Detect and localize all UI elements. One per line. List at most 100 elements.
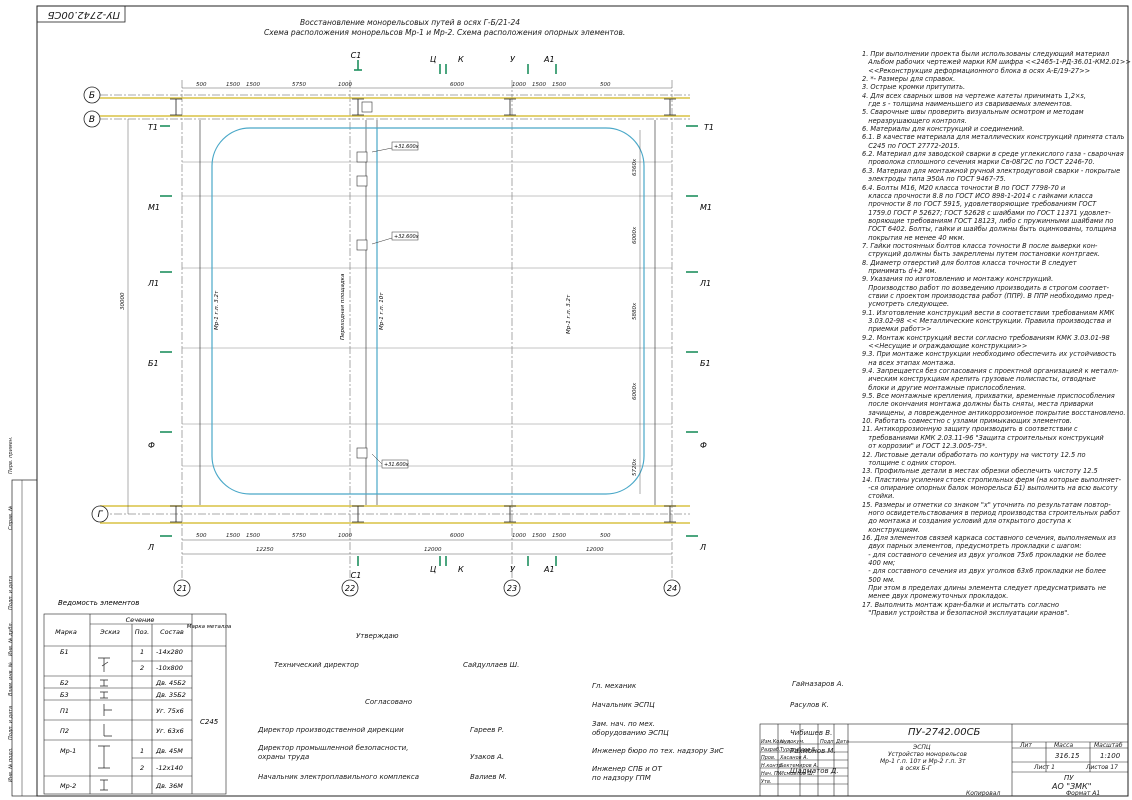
dim-text: 1500 <box>552 82 566 88</box>
stamp-format: Формат А1 <box>1066 790 1101 797</box>
note-line: принимать d+2 мм. <box>862 266 937 275</box>
note-line: 16. Для элементов связей каркаса составн… <box>862 533 1116 542</box>
bill-cell-comp: Дв. 36М <box>155 782 183 790</box>
bill-cell-mark: П2 <box>60 727 69 735</box>
approval-role: Технический директор <box>274 661 359 669</box>
monorail-label: Мр-1 г.п. 10т <box>379 292 385 330</box>
approval-role: Инженер бюро по тех. надзору ЗиС <box>592 747 724 755</box>
dim-text: 500 <box>600 82 611 88</box>
note-line: 14. Пластины усиления стоек стропильных … <box>862 475 1122 484</box>
note-line: где s - толщина наименьшего из свариваем… <box>862 100 1073 109</box>
approval-name: Рахмонов М. <box>790 747 836 755</box>
axis-label: 24 <box>667 584 677 593</box>
section-mark: А1 <box>543 565 555 574</box>
note-line: воряющие требованиям ГОСТ 18123, либо с … <box>862 216 1114 225</box>
approval-name: Расулов К. <box>790 701 829 709</box>
dim-text: 5750 <box>292 533 306 539</box>
bill-cell-mark: Мр-2 <box>60 782 76 790</box>
platform-label: Переходная площадка <box>340 273 346 340</box>
bill-cell-mark: Б1 <box>60 648 69 656</box>
stamp-sheet: Лист 1 <box>1034 764 1055 771</box>
bill-cell-mark: Мр-1 <box>60 747 76 755</box>
note-line: покрытия не менее 40 мкм. <box>862 233 965 242</box>
dim-total: 12000 <box>586 547 604 553</box>
approval-name: Чибишев В. <box>790 729 833 737</box>
approval-role: Зам. нач. по мех. <box>592 720 655 728</box>
note-line: 10. Работать совместно с узлами примыкаю… <box>862 417 1072 426</box>
bill-cell-comp: Дв. 35Б2 <box>155 691 186 699</box>
strip-label: Подп. и дата <box>8 705 14 740</box>
note-line: 3.03.02-98 << Металлические конструкции.… <box>862 317 1112 325</box>
dim-text: 500 <box>600 533 611 539</box>
note-line: проволока сплошного сечения марки Св-08Г… <box>862 158 1095 167</box>
stamp-scale: 1:100 <box>1100 752 1121 760</box>
note-line: 7. Гайки постоянных болтов класса точнос… <box>862 241 1098 250</box>
bill-title: Ведомость элементов <box>58 599 139 607</box>
bill-cell-comp: Дв. 45М <box>155 747 183 755</box>
note-line: 9.5. Все монтажные крепления, прихватки,… <box>862 392 1115 401</box>
section-mark: С1 <box>351 571 362 580</box>
section-mark: Ц <box>430 565 436 574</box>
bill-cell-comp: -10х800 <box>156 664 183 672</box>
note-line: 11. Антикоррозионную защиту производить … <box>862 425 1078 434</box>
section-mark: Л <box>147 543 154 552</box>
strip-label: Взам. инв. № <box>8 662 14 696</box>
dim-right: 5720х <box>632 458 638 476</box>
note-line: 9.1. Изготовление конструкций вести в со… <box>862 308 1115 317</box>
note-line: блоки и другие монтажные приспособления. <box>862 383 1027 392</box>
note-line: ного освидетельствования в период произв… <box>862 508 1121 517</box>
note-line: 6. Материалы для конструкций и соединени… <box>862 125 1025 134</box>
section-mark: Л <box>699 543 706 552</box>
approval-name: Шадматов Д. <box>790 767 839 775</box>
elevation-mark: +32.600х <box>394 234 419 240</box>
note-line: 1759.0 ГОСТ Р 52627; ГОСТ 52628 с шайбам… <box>862 208 1111 217</box>
stamp-desc: Мр-1 г.п. 10т и Мр-2 г.п. 3т <box>880 758 966 765</box>
bill-cell-pos: 2 <box>140 764 144 772</box>
bill-cell-mark: Б2 <box>60 679 69 687</box>
stamp-org: ПУ <box>1064 774 1074 782</box>
note-line: прочности 8 по ГОСТ 5915, удовлетворяющи… <box>862 200 1097 209</box>
section-mark: Т1 <box>148 123 158 132</box>
bill-header: Состав <box>160 628 184 636</box>
stamp-sheets: Листов 17 <box>1086 764 1118 771</box>
axis-label: 21 <box>177 584 187 593</box>
dim-text: 500 <box>196 82 207 88</box>
bill-cell-mark: Б3 <box>60 691 69 699</box>
dim-right: 6360х <box>632 158 638 176</box>
stamp-role: Нач. ПУ <box>761 771 781 777</box>
note-line: - для составного сечения из двух уголков… <box>862 550 1106 559</box>
note-line: усмотреть следующее. <box>862 300 950 309</box>
stamp-lit: Лит <box>1020 742 1032 749</box>
bill-cell-pos: 1 <box>140 747 144 755</box>
note-line: после окончания монтажа должны быть снят… <box>862 400 1094 409</box>
note-line: 6.1. В качестве материала для металличес… <box>862 133 1125 142</box>
note-line: менее двух промежуточных прокладок. <box>862 592 1009 601</box>
dim-text: 1500 <box>226 533 240 539</box>
drawing-title-1: Восстановление монорельсовых путей в ося… <box>300 18 521 27</box>
approval-name: Гайназаров А. <box>792 680 844 688</box>
note-line: требованиями КМК 2.03.11-96 "Защита стро… <box>862 433 1104 442</box>
note-line: Производство работ по возведению произво… <box>862 283 1109 292</box>
note-line: электроды типа Э50А по ГОСТ 9467-75. <box>862 175 1006 184</box>
bill-cell-mark: П1 <box>60 707 69 715</box>
dim-text: 1000 <box>338 533 352 539</box>
approval-role: Инженер СПБ и ОТ <box>592 765 662 773</box>
note-line: 500 мм. <box>862 575 896 584</box>
note-line: 4. Для всех сварных швов на чертеже кате… <box>862 91 1086 100</box>
bill-cell-comp: Уг. 63х6 <box>156 727 184 735</box>
dim-text: 1500 <box>552 533 566 539</box>
general-notes: 1. При выполнении проекта были использов… <box>862 50 1131 617</box>
stamp-desc: в осях Б-Г <box>900 765 932 772</box>
strip-label: Перв. примен. <box>8 436 14 474</box>
note-line: 1. При выполнении проекта были использов… <box>862 50 1110 58</box>
stamp-mass: 316.15 <box>1055 752 1080 760</box>
approval-role: охраны труда <box>258 753 310 761</box>
note-line: -ся опирание опорных балок монорельса Б1… <box>862 483 1118 492</box>
note-line: класса прочности 8.8 по ГОСТ ИСО 898-1-2… <box>862 191 1093 200</box>
section-mark: К <box>458 565 464 574</box>
stamp-dept: ЭСПЦ <box>913 744 931 751</box>
note-line: неразрушающего контроля. <box>862 116 967 125</box>
stamp-role: Н.контр. <box>761 763 784 769</box>
note-line: стойки. <box>862 492 895 501</box>
note-line: от коррозии" и ГОСТ 12.3.005-75*. <box>862 442 988 451</box>
